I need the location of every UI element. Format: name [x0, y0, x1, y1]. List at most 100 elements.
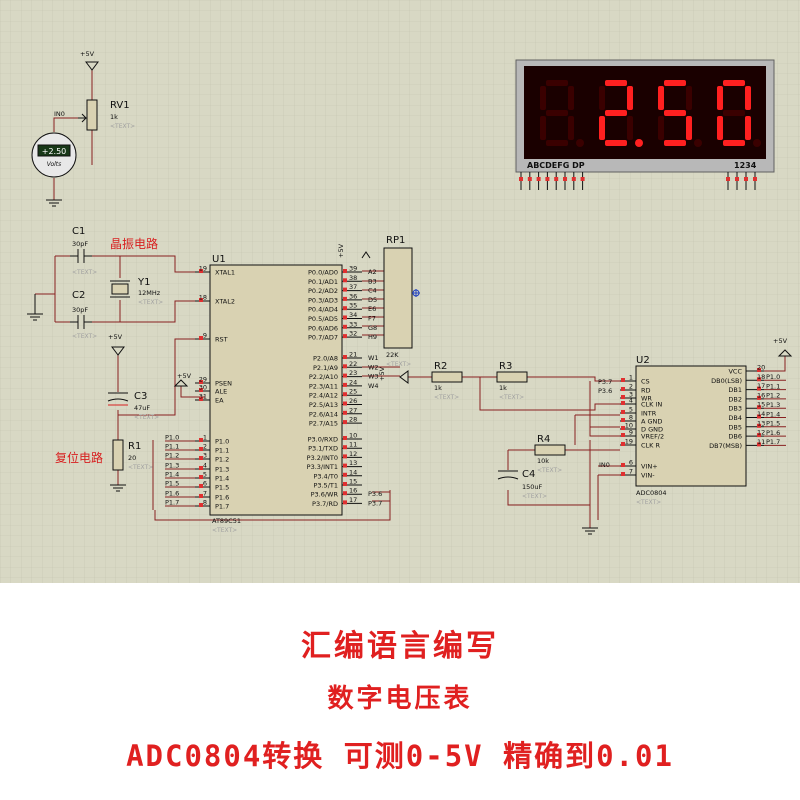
- resistor-r1: [112, 439, 124, 471]
- u1-net-label: P3.7: [368, 499, 382, 507]
- u2-pin-marker: [621, 378, 625, 382]
- u1-pin-marker: [343, 463, 347, 468]
- u1-net-label: P1.5: [165, 480, 179, 488]
- segment-g: [546, 110, 568, 116]
- u2-net-label: P1.3: [766, 401, 780, 409]
- voltmeter-unit: Volts: [47, 161, 62, 168]
- u1-pin-name: P1.0: [215, 438, 229, 446]
- u1-pin-number: 9: [203, 332, 207, 340]
- y1-text-placeholder: <TEXT>: [138, 299, 163, 306]
- u2-pin-marker: [757, 405, 761, 410]
- u1-pin-name: P3.7/RD: [312, 500, 338, 508]
- u1-pin-number: 12: [349, 450, 357, 458]
- u1-pin-name: XTAL2: [215, 298, 235, 306]
- u2-pin-marker: [621, 433, 625, 437]
- u1-pin-name: P0.2/AD2: [308, 287, 338, 295]
- u1-pin-name: P3.1/TXD: [308, 445, 338, 453]
- u1-pin-name: P3.2/INT0: [307, 454, 338, 462]
- ground-icon: [27, 199, 598, 535]
- segment-c: [745, 116, 751, 140]
- segment-d: [605, 140, 627, 146]
- segment-a: [664, 80, 686, 86]
- u1-pin-marker: [343, 334, 347, 339]
- u1-pin-name: P3.4/T0: [313, 472, 338, 480]
- u1-pin-number: 7: [203, 490, 207, 498]
- c1-name: C1: [72, 226, 85, 237]
- c2-name: C2: [72, 290, 85, 301]
- u1-pin-number: 3: [203, 452, 207, 460]
- u2-pin-number: 17: [757, 382, 765, 390]
- u1-pin-marker: [343, 454, 347, 459]
- u1-pin-marker: [343, 445, 347, 450]
- segment-b: [568, 86, 574, 110]
- u1-pin-number: 16: [349, 487, 357, 495]
- u1-pin-name: P1.4: [215, 475, 229, 483]
- r3-name: R3: [499, 361, 512, 372]
- u1-pin-number: 34: [349, 311, 357, 319]
- u1-pin-name: P1.1: [215, 447, 229, 455]
- u2-pin-marker: [621, 387, 625, 391]
- c4-name: C4: [522, 469, 535, 480]
- r4-value: 10k: [537, 457, 549, 465]
- u2-pin-number: 14: [757, 410, 765, 418]
- u2-pin-name: DB7(MSB): [709, 442, 742, 450]
- segment-c: [568, 116, 574, 140]
- segment-d: [723, 140, 745, 146]
- u1-pin-marker: [343, 500, 347, 505]
- segment-e: [658, 116, 664, 140]
- u1-net-label: P1.2: [165, 452, 179, 460]
- display-pin-marker: [536, 177, 541, 181]
- resistor-r2: R2 1k <TEXT>: [431, 361, 463, 401]
- u2-pin-name: VIN-: [641, 472, 655, 480]
- u2-pin-marker: [757, 414, 761, 419]
- u2-pin-number: 12: [757, 429, 765, 437]
- u1-text-placeholder: <TEXT>: [212, 527, 237, 534]
- u1-pin-number: 26: [349, 397, 357, 405]
- segment-a: [605, 80, 627, 86]
- u1-pin-number: 11: [349, 441, 357, 449]
- u1-pin-number: 31: [199, 393, 207, 401]
- u1-pin-number: 27: [349, 406, 357, 414]
- segment-f: [658, 86, 664, 110]
- display-segment-label: ABCDEFG DP: [527, 161, 585, 170]
- c2-value: 30pF: [72, 306, 88, 314]
- segment-d: [546, 140, 568, 146]
- u1-net-label: P1.7: [165, 499, 179, 507]
- display-pin-marker: [519, 177, 523, 181]
- u1-pin-marker: [199, 456, 203, 460]
- u1-pin-name: P0.5/AD5: [308, 315, 338, 323]
- u2-pin-number: 5: [629, 406, 633, 414]
- display-digits: [540, 80, 761, 147]
- u1-pin-number: 38: [349, 274, 357, 282]
- u1-net-label: A2: [368, 268, 377, 276]
- u2-pin-marker: [757, 377, 761, 382]
- u1-pin-number: 28: [349, 416, 357, 424]
- u1-pin-marker: [343, 287, 347, 292]
- u2-pin-marker: [621, 418, 625, 422]
- caption-language: 汇编语言编写: [301, 629, 499, 664]
- y1-name: Y1: [137, 277, 150, 288]
- r3-text-placeholder: <TEXT>: [499, 394, 524, 401]
- u2-pin-number: 19: [625, 438, 633, 446]
- u1-pin-name: P3.5/T1: [313, 482, 338, 490]
- reset-circuit: C3 47uF <TEXT> R1 20 <TEXT> 复位电路: [55, 391, 159, 471]
- u1-pin-name: P2.2/A10: [309, 373, 338, 381]
- u1-pin-name: P0.4/AD4: [308, 306, 338, 314]
- u2-pin-number: 18: [757, 373, 765, 381]
- u1-pin-marker: [343, 491, 347, 496]
- rp1-value: 22K: [386, 351, 399, 359]
- u1-pin-marker: [199, 388, 203, 392]
- u2-pin-name: VREF/2: [641, 433, 664, 441]
- u2-pin-name: DB1: [728, 386, 742, 394]
- u1-pin-marker: [199, 269, 203, 273]
- resistor-r4: R4 10k <TEXT>: [534, 434, 566, 474]
- segment-f: [540, 86, 546, 110]
- capacitor-c3: [107, 392, 129, 406]
- u1-pin-name: P1.7: [215, 503, 229, 511]
- u2-pin-name: VIN+: [641, 463, 658, 471]
- u1-pin-name: P1.3: [215, 466, 229, 474]
- u2-text-placeholder: <TEXT>: [636, 499, 661, 506]
- u1-pin-marker: [199, 447, 203, 451]
